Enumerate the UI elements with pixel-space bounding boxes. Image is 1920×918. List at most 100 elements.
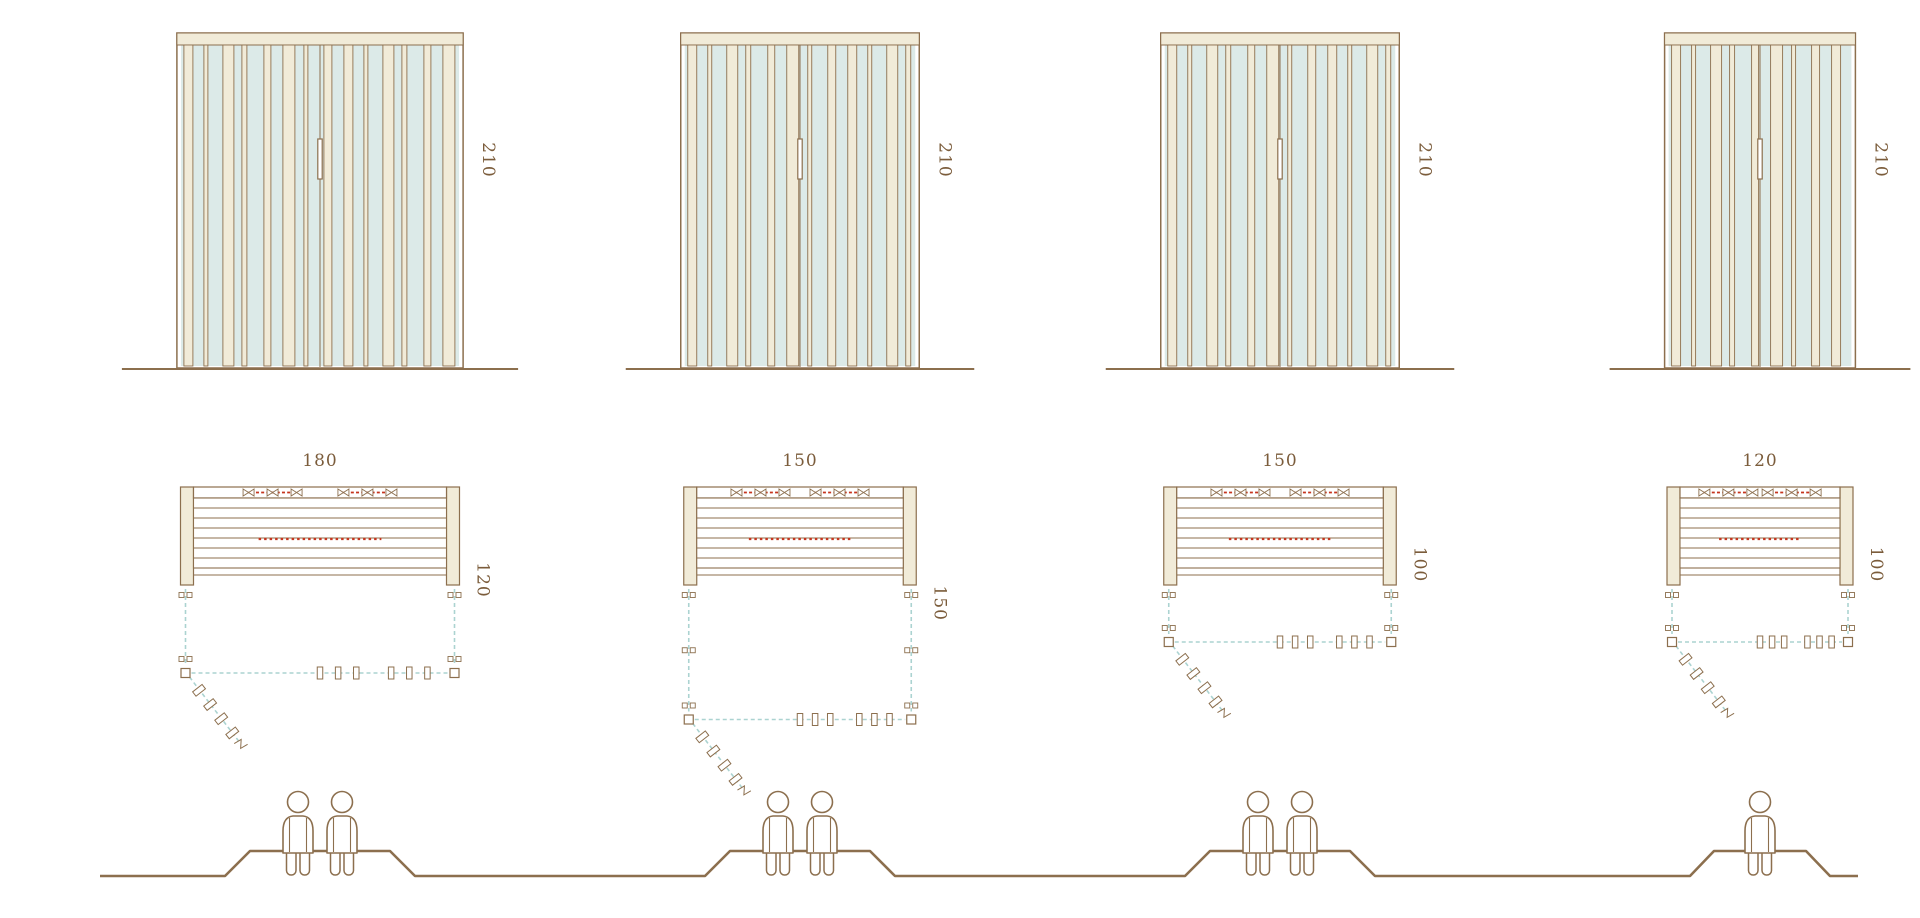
timber-slat: [1710, 44, 1723, 367]
timber-slat: [827, 44, 837, 367]
heater-bracket: [1210, 488, 1223, 497]
timber-slat: [1327, 44, 1338, 367]
timber-slat: [1671, 44, 1682, 367]
door-panel: [1366, 635, 1373, 649]
height-dimension-label: 210: [1870, 142, 1890, 177]
glass-clamp: [1665, 592, 1671, 598]
timber-slat: [726, 44, 739, 367]
timber-slat: [807, 44, 813, 367]
front-elevation: 210: [1609, 32, 1911, 370]
door-panel: [353, 666, 360, 680]
width-dimension-label: 150: [1262, 451, 1297, 471]
door-panel: [856, 713, 863, 726]
glass-clamp: [455, 656, 462, 662]
timber-slat: [1751, 44, 1760, 367]
glass-clamp: [1673, 592, 1679, 598]
heater-bracket: [857, 488, 870, 497]
glass-clamp: [186, 592, 193, 598]
side-wall-right: [1839, 486, 1854, 586]
glass-clamp: [1384, 625, 1391, 631]
depth-dimension-label: 100: [1866, 547, 1886, 582]
front-elevation: 210: [1105, 32, 1455, 370]
glass-clamp: [1392, 592, 1399, 598]
side-wall-left: [1666, 486, 1681, 586]
door-panel: [1276, 635, 1284, 649]
heater-bracket: [266, 488, 279, 497]
bench: [696, 497, 904, 569]
door-handle: [797, 138, 803, 180]
door-panel: [1351, 635, 1358, 649]
door-panel: [387, 666, 395, 680]
depth-dimension-label: 150: [929, 586, 949, 621]
side-wall-left: [683, 486, 698, 586]
front-elevation: 210: [121, 32, 519, 370]
timber-slat: [323, 44, 333, 367]
timber-slat: [1347, 44, 1353, 367]
corner-post: [1163, 636, 1174, 648]
folding-door-panel: [695, 730, 710, 744]
glass-clamp: [689, 592, 696, 598]
folding-door-panel: [706, 744, 721, 758]
timber-slat: [183, 44, 194, 367]
person-torso: [326, 815, 358, 854]
timber-slat: [707, 44, 713, 367]
timber-slat: [905, 44, 912, 367]
heater-bracket: [1313, 488, 1326, 497]
glass-clamp: [912, 592, 919, 598]
folding-door-panel: [1175, 652, 1190, 666]
door-panel: [1336, 635, 1343, 649]
timber-slat: [687, 44, 698, 367]
person-icon: [1744, 790, 1776, 876]
timber-slat: [847, 44, 858, 367]
glass-clamp: [912, 702, 919, 709]
folding-door-panel: [1689, 666, 1704, 681]
timber-slat: [1247, 44, 1256, 367]
glass-clamp: [904, 702, 911, 709]
timber-slat: [343, 44, 354, 367]
door-panel: [424, 666, 431, 680]
door-panel: [811, 713, 819, 726]
person-torso: [1242, 815, 1274, 854]
timber-slat: [886, 44, 899, 367]
heater-bracket: [1722, 488, 1735, 497]
folding-door-panel: [1678, 652, 1693, 666]
glass-clamp: [689, 702, 696, 709]
glass-clamp: [681, 702, 688, 709]
folding-door-panel: [1700, 681, 1715, 695]
folding-door-panel: [728, 772, 743, 786]
timber-slat: [745, 44, 752, 367]
glass-clamp: [1673, 625, 1679, 631]
person-torso: [282, 815, 314, 854]
heater-bracket: [1746, 488, 1759, 497]
glass-clamp: [904, 647, 911, 654]
side-wall-right: [445, 486, 461, 586]
front-elevation: 210: [625, 32, 975, 370]
door-end-mark: [233, 738, 248, 750]
person-icon: [762, 790, 794, 876]
timber-slat: [1307, 44, 1317, 367]
person-head: [810, 790, 834, 814]
bench-profile-line: [100, 849, 1858, 878]
timber-slat: [1206, 44, 1219, 367]
corner-post: [906, 714, 917, 725]
timber-slat: [1791, 44, 1797, 367]
timber-slat: [1691, 44, 1697, 367]
corner-post: [1666, 636, 1678, 648]
heater-bracket: [778, 488, 791, 497]
height-dimension-label: 210: [478, 142, 498, 177]
person-head: [1290, 790, 1314, 814]
heater-bracket: [1289, 488, 1302, 497]
timber-slat: [363, 44, 369, 367]
corner-post: [1842, 636, 1854, 648]
height-dimension-label: 210: [1414, 142, 1434, 177]
door-panel: [406, 666, 413, 680]
timber-slat: [442, 44, 456, 367]
back-wall: [1176, 486, 1384, 499]
timber-slat: [767, 44, 776, 367]
timber-slat: [1266, 44, 1280, 367]
heater-bracket: [385, 488, 398, 497]
